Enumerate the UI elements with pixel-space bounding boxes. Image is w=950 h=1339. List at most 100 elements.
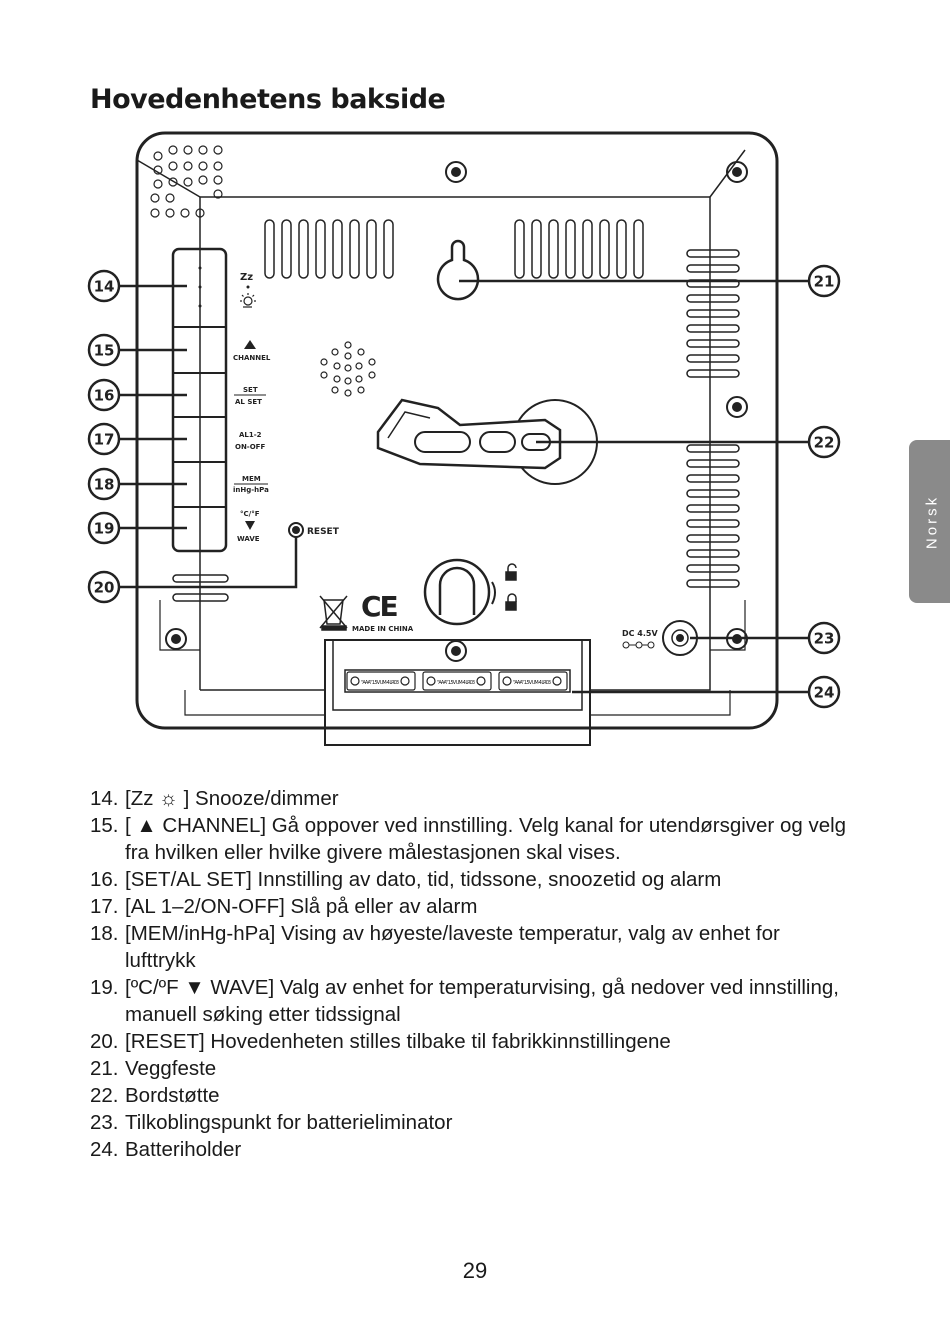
device-housing: [135, 131, 779, 730]
callout-22: 22: [807, 425, 841, 459]
list-item-number: 17.: [90, 895, 119, 918]
list-item-text: [RESET] Hovedenheten stilles tilbake til…: [125, 1030, 671, 1053]
language-tab: Norsk: [909, 440, 950, 603]
vents-right-upper: [686, 249, 740, 378]
list-item-text: [ ▲ CHANNEL] Gå oppover ved innstilling.…: [125, 814, 847, 864]
made-in-label: MADE IN CHINA: [352, 625, 414, 633]
list-item-number: 21.: [90, 1057, 119, 1080]
button-label-al12: AL1-2: [239, 431, 262, 439]
list-item: 16. [SET/AL SET] Innstilling av dato, tid…: [90, 866, 850, 893]
callout-lines: [119, 279, 808, 694]
vents-left-bottom: [172, 574, 229, 602]
button-label-on-off: ON-OFF: [235, 443, 265, 451]
svg-text:18: 18: [94, 476, 115, 494]
list-item: 19. [ºC/ºF ▼ WAVE] Valg av enhet for temp…: [90, 974, 850, 1028]
list-item: 24.Batteriholder: [90, 1136, 850, 1163]
list-item-text: [MEM/inHg-hPa] Vising av høyeste/laveste…: [125, 922, 780, 972]
list-item-number: 19.: [90, 976, 119, 999]
button-label-channel: CHANNEL: [233, 354, 271, 362]
button-label-zz: Zz: [240, 272, 253, 283]
screw-top-right: [726, 161, 748, 183]
list-item: 21.Veggfeste: [90, 1055, 850, 1082]
battery-label-1: "AAA" 1.5V UM-4 LR03: [361, 680, 399, 686]
button-dividers: [173, 326, 226, 508]
list-item: 17. [AL 1–2/ON-OFF] Slå på eller av alarm: [90, 893, 850, 920]
vents-right-lower: [686, 444, 740, 588]
list-item-number: 22.: [90, 1084, 119, 1107]
list-item-number: 15.: [90, 814, 119, 837]
speaker-grille: [320, 341, 376, 397]
weee-icon: [319, 595, 348, 631]
callout-24: 24: [807, 675, 841, 709]
svg-text:20: 20: [94, 579, 115, 597]
screw-top-center: [445, 161, 467, 183]
button-label-cf: °C/°F: [240, 510, 260, 518]
svg-text:17: 17: [94, 431, 115, 449]
button-label-set: SET: [243, 386, 258, 394]
battery-cell-2: [422, 671, 492, 691]
list-item-text: [ºC/ºF ▼ WAVE] Valg av enhet for tempera…: [125, 976, 839, 1026]
screw-battery: [445, 640, 467, 662]
list-item-text: [Zz ☼ ] Snooze/dimmer: [125, 787, 339, 810]
screw-right-mid: [726, 396, 748, 418]
language-tab-label: Norsk: [923, 494, 940, 549]
callout-15: 15: [87, 333, 121, 367]
reset-label: RESET: [307, 527, 340, 537]
table-stand: [376, 398, 598, 485]
list-item-text: [AL 1–2/ON-OFF] Slå på eller av alarm: [125, 895, 478, 918]
vents-top-right: [514, 219, 644, 279]
inner-panel: [200, 196, 711, 691]
list-item-text: Batteriholder: [125, 1138, 242, 1161]
list-item-text: [SET/AL SET] Innstilling av dato, tid, t…: [125, 868, 722, 891]
reset-button: [288, 522, 304, 538]
battery-cell-1: [346, 671, 416, 691]
list-item: 20. [RESET] Hovedenheten stilles tilbake …: [90, 1028, 850, 1055]
battery-label-3: "AAA" 1.5V UM-4 LR03: [513, 680, 551, 686]
light-icon: [240, 293, 256, 308]
list-item-number: 18.: [90, 922, 119, 945]
device-back-diagram: Zz CHANNEL SET AL SET AL1-2 ON-OFF MEM i…: [87, 131, 841, 746]
list-item-number: 20.: [90, 1030, 119, 1053]
list-item: 15. [ ▲ CHANNEL] Gå oppover ved innstilli…: [90, 812, 850, 866]
dc-label: DC 4.5V: [622, 629, 658, 638]
lock-icon: [491, 563, 517, 611]
button-strip: [171, 247, 228, 553]
dc-polarity-icon: [622, 641, 655, 649]
list-item: 23.Tilkoblingspunkt for batterieliminato…: [90, 1109, 850, 1136]
callout-21: 21: [807, 264, 841, 298]
svg-text:24: 24: [814, 684, 835, 702]
svg-text:16: 16: [94, 387, 115, 405]
lock-dial: [423, 558, 491, 626]
svg-text:21: 21: [814, 273, 835, 291]
callout-16: 16: [87, 378, 121, 412]
list-item: 22. Bordstøtte: [90, 1082, 850, 1109]
button-label-inhg: inHg-hPa: [233, 486, 269, 494]
callout-19: 19: [87, 511, 121, 545]
callout-17: 17: [87, 422, 121, 456]
battery-label-2: "AAA" 1.5V UM-4 LR03: [437, 680, 475, 686]
svg-text:19: 19: [94, 520, 115, 538]
button-label-mem: MEM: [242, 475, 261, 483]
list-item-text: Tilkoblingspunkt for batterieliminator: [125, 1111, 453, 1134]
legend-list: 14. [Zz ☼ ] Snooze/dimmer 15. [ ▲ CHANNEL]…: [90, 785, 850, 1163]
vents-top-left: [264, 219, 394, 279]
battery-cell-3: [498, 671, 568, 691]
svg-text:14: 14: [94, 278, 115, 296]
ce-mark: CE: [361, 590, 398, 623]
list-item: 18. [MEM/inHg-hPa] Vising av høyeste/lave…: [90, 920, 850, 974]
page-number: 29: [462, 1258, 488, 1283]
speaker-holes-top-left: [150, 145, 223, 218]
list-item-number: 16.: [90, 868, 119, 891]
callout-23: 23: [807, 621, 841, 655]
svg-text:22: 22: [814, 434, 835, 452]
callout-20: 20: [87, 570, 121, 604]
callout-14: 14: [87, 269, 121, 303]
callout-18: 18: [87, 467, 121, 501]
list-item-text: Bordstøtte: [125, 1084, 220, 1107]
svg-text:23: 23: [814, 630, 835, 648]
button-label-al-set: AL SET: [235, 398, 262, 406]
svg-text:15: 15: [94, 342, 115, 360]
list-item-number: 14.: [90, 787, 119, 810]
battery-holder: [324, 639, 591, 746]
screw-bottom-left: [165, 628, 187, 650]
